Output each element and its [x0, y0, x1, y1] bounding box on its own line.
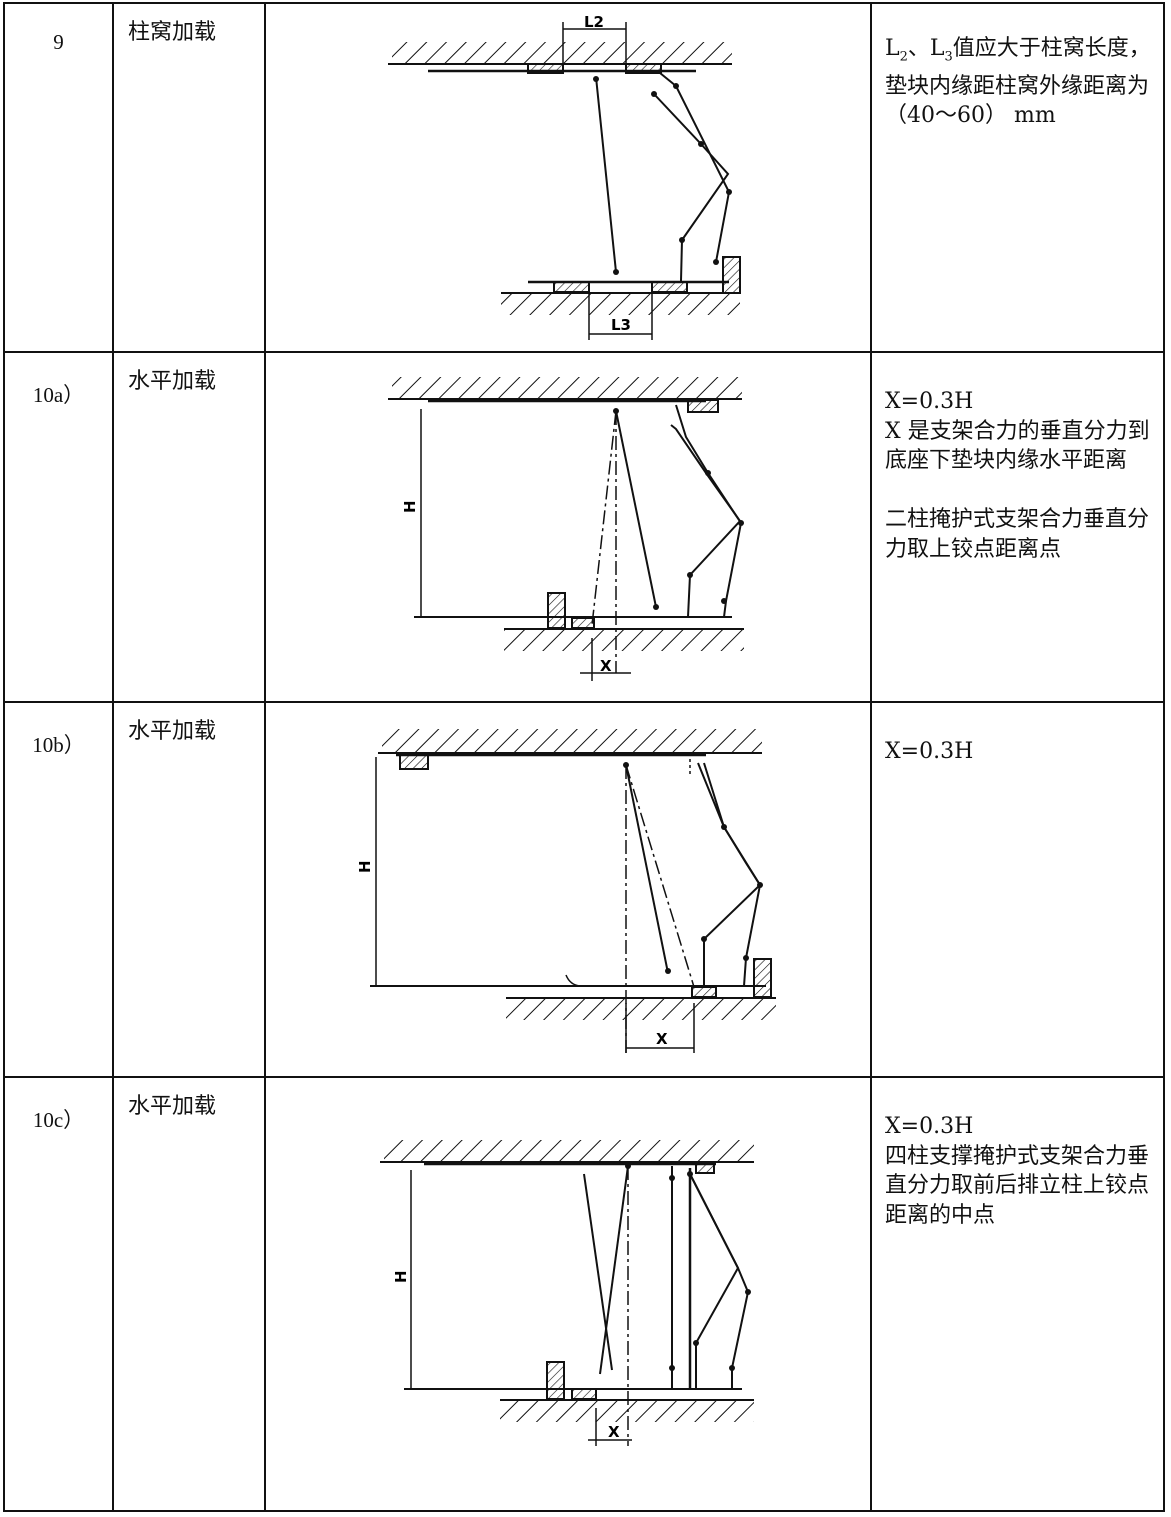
height-label: H	[401, 500, 419, 513]
table-row: 10b） 水平加载	[3, 701, 1165, 1078]
table-row: 10a） 水平加载	[3, 351, 1165, 703]
row-number-cell: 10a）	[3, 351, 114, 703]
offset-label: X	[656, 1030, 668, 1048]
height-label: H	[392, 1270, 410, 1283]
load-type: 水平加载	[128, 369, 217, 394]
load-type-cell: 水平加载	[112, 701, 266, 1078]
remarks-cell: L2、L3值应大于柱窝长度，垫块内缘距柱窝外缘距离为（40～60） mm	[870, 2, 1165, 353]
remarks-text: X=0.3H X 是支架合力的垂直分力到底座下垫块内缘水平距离 二柱掩护式支架合…	[885, 389, 1150, 562]
height-label: H	[356, 860, 374, 873]
loading-test-table: 9 柱窝加载	[3, 2, 1165, 1512]
socket-loading-diagram: L2 L3	[388, 13, 741, 340]
dimension-label-l3: L3	[611, 316, 631, 334]
row-number-cell: 10c）	[3, 1076, 114, 1512]
horizontal-loading-diagram-c: H X	[380, 1140, 754, 1446]
remarks-text: X=0.3H 四柱支撑掩护式支架合力垂直分力取前后排立柱上铰点距离的中点	[885, 1114, 1150, 1228]
table-row: 10c） 水平加载	[3, 1076, 1165, 1512]
load-type: 柱窝加载	[128, 20, 217, 45]
offset-label: X	[600, 657, 612, 675]
load-type-cell: 水平加载	[112, 351, 266, 703]
remarks-cell: X=0.3H	[870, 701, 1165, 1078]
remarks-text: L2、L3值应大于柱窝长度，垫块内缘距柱窝外缘距离为（40～60） mm	[885, 36, 1151, 129]
row-number-cell: 10b）	[3, 701, 114, 1078]
figure-cell: L2 L3	[264, 2, 872, 353]
load-type-cell: 柱窝加载	[112, 2, 266, 353]
row-number: 9	[53, 30, 64, 54]
horizontal-loading-diagram-b: H X	[356, 729, 776, 1053]
remarks-cell: X=0.3H 四柱支撑掩护式支架合力垂直分力取前后排立柱上铰点距离的中点	[870, 1076, 1165, 1512]
row-number: 10c）	[32, 1108, 85, 1132]
row-number: 10b）	[32, 733, 85, 757]
remarks-text: X=0.3H	[885, 739, 974, 764]
load-type: 水平加载	[128, 719, 217, 744]
table-row: 9 柱窝加载	[3, 2, 1165, 353]
figure-cell: H X	[264, 351, 872, 703]
dimension-label-l2: L2	[584, 13, 604, 31]
load-type-cell: 水平加载	[112, 1076, 266, 1512]
row-number: 10a）	[32, 383, 85, 407]
load-type: 水平加载	[128, 1094, 217, 1119]
horizontal-loading-diagram-a: H X	[388, 377, 744, 681]
remarks-cell: X=0.3H X 是支架合力的垂直分力到底座下垫块内缘水平距离 二柱掩护式支架合…	[870, 351, 1165, 703]
offset-label: X	[608, 1423, 620, 1441]
figure-cell: H X	[264, 1076, 872, 1512]
row-number-cell: 9	[3, 2, 114, 353]
figure-cell: H X	[264, 701, 872, 1078]
